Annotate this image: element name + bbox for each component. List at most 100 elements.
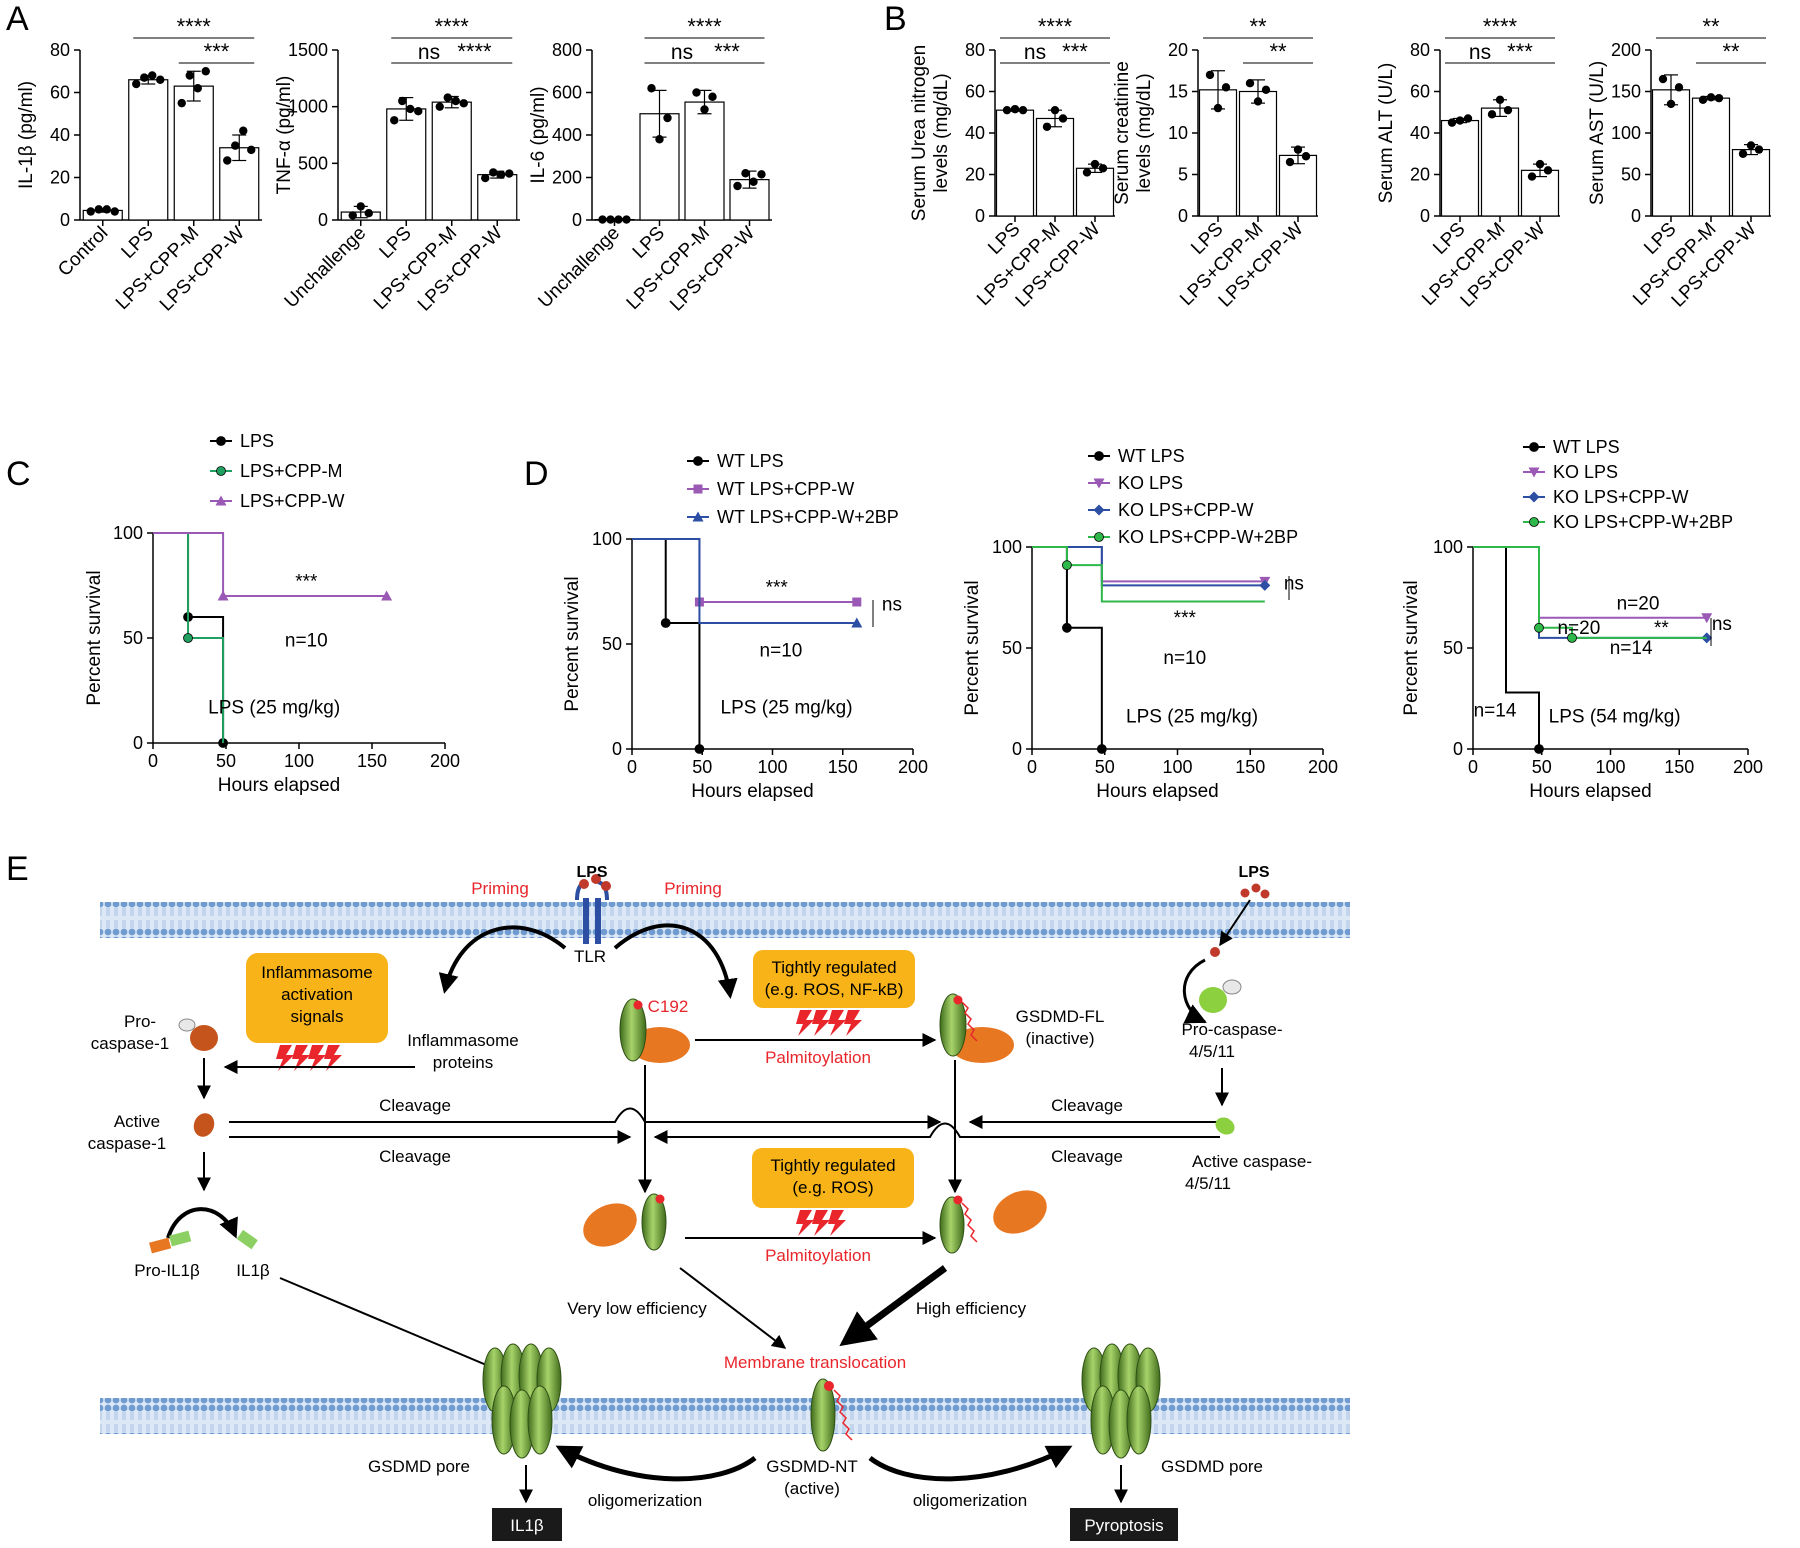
very-low-efficiency: Very low efficiency: [567, 1299, 707, 1318]
data-point: [444, 93, 452, 101]
data-point: [239, 127, 247, 135]
series-line: [632, 539, 699, 749]
output-il1b: IL1β: [510, 1516, 544, 1535]
bar: [1240, 92, 1277, 217]
oligomerization-left: oligomerization: [588, 1491, 702, 1510]
inflammasome-box-line3: signals: [291, 1007, 344, 1026]
gsdmd-pore-right-label: GSDMD pore: [1161, 1457, 1263, 1476]
annotation: n=10: [1163, 648, 1206, 669]
x-tick-label: 100: [1595, 757, 1625, 777]
data-point: [414, 107, 422, 115]
x-tick-label: 50: [216, 751, 236, 771]
top-membrane: [100, 902, 1350, 938]
sig-label: ****: [1038, 14, 1073, 39]
x-axis-label: Hours elapsed: [1529, 781, 1652, 802]
y-axis-label: Percent survival: [84, 570, 105, 705]
x-tick-label: 150: [1235, 757, 1265, 777]
data-point: [692, 88, 700, 96]
data-point: [606, 215, 614, 223]
pro-caspase4-line2: 4/5/11: [1189, 1042, 1235, 1061]
data-point: [140, 73, 148, 81]
data-point: [398, 97, 406, 105]
oligomerization-right: oligomerization: [913, 1491, 1027, 1510]
data-point: [1715, 94, 1723, 102]
il1b-icon: [237, 1230, 258, 1249]
regulated-top-line2: (e.g. ROS, NF-kB): [765, 980, 904, 999]
bar: [432, 102, 471, 220]
y-tick-label: 50: [1002, 638, 1022, 658]
data-point: [87, 207, 95, 215]
active-caspase1-line2: caspase-1: [88, 1134, 166, 1153]
sig-label: ***: [204, 39, 230, 64]
panel-label-b: B: [884, 0, 907, 38]
pathway-diagram: LPS TLR Priming Priming LPS Inflammasome…: [88, 864, 1350, 1541]
panel-label-d: D: [524, 455, 549, 493]
y-tick-label: 1500: [288, 40, 328, 60]
data-point: [708, 93, 716, 101]
data-point: [1667, 100, 1675, 108]
lightning-icons-top: [796, 1010, 862, 1036]
series-line: [1032, 547, 1102, 749]
data-point: [357, 202, 365, 210]
y-axis-label: Serum AST (U/L): [1587, 61, 1608, 205]
y-tick-label: 0: [318, 210, 328, 230]
cleavage-label-4: Cleavage: [1051, 1147, 1123, 1166]
y-tick-label: 100: [113, 523, 143, 543]
x-tick-label: 100: [757, 757, 787, 777]
annotation: n=14: [1474, 701, 1517, 722]
data-point: [1302, 152, 1310, 160]
y-tick-label: 0: [612, 739, 622, 759]
panel-label-c: C: [6, 455, 31, 493]
x-tick-label: 200: [1733, 757, 1763, 777]
y-tick-label: 200: [552, 168, 582, 188]
data-point: [223, 156, 231, 164]
gsdmd-nt-line1: GSDMD-NT: [766, 1457, 858, 1476]
annotation: n=10: [760, 641, 803, 662]
active-caspase4-line2: 4/5/11: [1185, 1174, 1231, 1193]
regulated-top-line1: Tightly regulated: [771, 958, 896, 977]
data-point: [202, 67, 210, 75]
legend-label: KO LPS+CPP-W: [1553, 487, 1689, 507]
y-tick-label: 100: [1611, 123, 1641, 143]
y-tick-label: 0: [1012, 739, 1022, 759]
gsdmd-nt-palmitoylated: [940, 1182, 1054, 1253]
x-tick-label: 200: [430, 751, 460, 771]
sig-label: ****: [177, 14, 212, 39]
data-point: [1083, 168, 1091, 176]
x-tick-label: 150: [828, 757, 858, 777]
active-caspase1-icon: [190, 1110, 217, 1139]
x-axis-label: Hours elapsed: [1096, 781, 1219, 802]
data-point: [406, 105, 414, 113]
data-point: [390, 116, 398, 124]
data-point: [1051, 106, 1059, 114]
y-tick-label: 60: [965, 82, 985, 102]
c192-label: C192: [648, 997, 689, 1016]
data-point: [111, 207, 119, 215]
x-tick-label: 0: [1027, 757, 1037, 777]
sig-label: ***: [1507, 39, 1533, 64]
legend-label: WT LPS: [1118, 446, 1185, 466]
category-label: Unchallenge: [534, 223, 624, 313]
data-point: [505, 169, 513, 177]
data-point: [1456, 116, 1464, 124]
sig-label: **: [1249, 14, 1267, 39]
data-point: [1739, 150, 1747, 158]
data-point: [452, 97, 460, 105]
lps-label-right: LPS: [1238, 864, 1269, 881]
y-tick-label: 50: [602, 634, 622, 654]
y-tick-label: 60: [50, 83, 70, 103]
palmitoylation-mid: Palmitoylation: [765, 1246, 871, 1265]
data-point: [733, 182, 741, 190]
censor-marker: [1095, 452, 1104, 461]
censor-marker: [1062, 623, 1071, 632]
x-tick-label: 50: [692, 757, 712, 777]
data-point: [663, 114, 671, 122]
censor-marker: [1097, 745, 1106, 754]
y-tick-label: 200: [1611, 40, 1641, 60]
bar: [1693, 98, 1730, 216]
data-point: [655, 135, 663, 143]
data-point: [741, 169, 749, 177]
legend-label: LPS+CPP-W: [240, 491, 345, 511]
annotation: n=14: [1610, 638, 1653, 659]
